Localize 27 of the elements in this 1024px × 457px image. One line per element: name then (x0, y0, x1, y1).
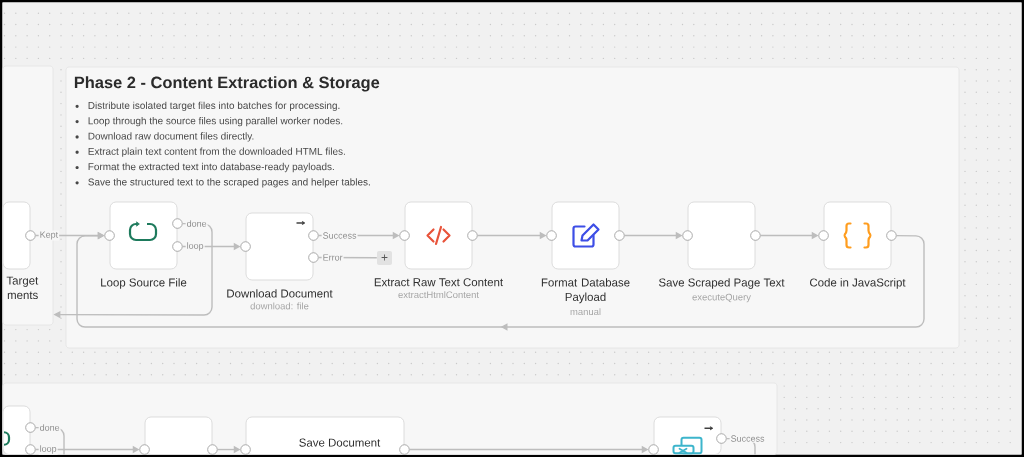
bullet-item: Download raw document files directly. (88, 132, 254, 142)
bullet-item: Loop through the source files using parallel worker nodes. (88, 116, 343, 127)
node-label: Download Document (227, 289, 333, 298)
node-subtitle: extractHtmlContent (398, 291, 479, 299)
edge-label: done (185, 219, 208, 228)
edge-label: done (38, 423, 61, 432)
node-label: Extract Raw Text Content (374, 278, 504, 287)
edge-label: Success (321, 231, 358, 240)
edge-label: Error (321, 253, 344, 262)
node-subtitle: download: file (250, 302, 309, 310)
node-label: Code in JavaScript (810, 278, 906, 289)
node-label: Format Database Payload (541, 278, 630, 304)
edge-label: loop (185, 241, 205, 252)
node-subtitle: manual (570, 308, 601, 316)
node-label: Loop Source File (101, 278, 187, 289)
bullet-item: Format the extracted text into database-ready payloads. (88, 162, 334, 173)
bullet-item: Extract plain text content from the downloaded HTML files. (88, 147, 345, 157)
bullet-item: Distribute isolated target files into batches for processing. (88, 101, 340, 111)
edge-label: Kept (38, 230, 60, 241)
node-label: Target ments (6, 276, 39, 300)
arrow (76, 232, 925, 331)
edge-label: loop (38, 444, 58, 455)
node-subtitle: executeQuery (692, 293, 751, 303)
bullet-item: Save the structured text to the scraped pages and helper tables. (88, 178, 370, 188)
node-label: Save Scraped Page Text (658, 278, 785, 289)
panel-title: Phase 2 - Content Extraction & Storage (74, 76, 380, 92)
node-label: Save Document (299, 438, 381, 447)
